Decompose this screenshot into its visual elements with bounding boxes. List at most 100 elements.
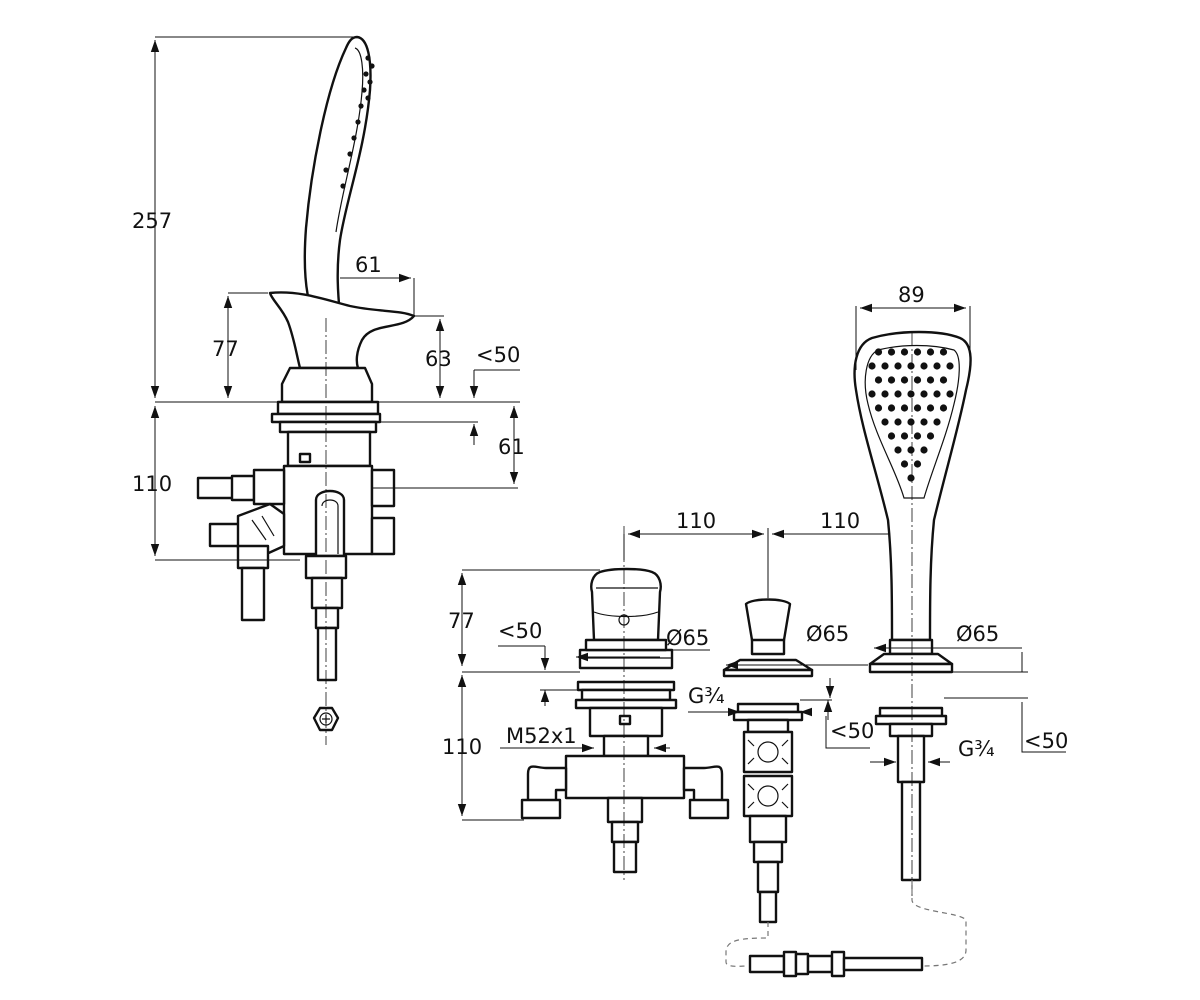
hose-connection (725, 880, 967, 978)
side-right-hex-lower (370, 516, 396, 556)
side-center-pipe (314, 489, 346, 558)
dim-mixer-deck: <50 (498, 619, 542, 643)
diverter-dimensions (688, 660, 870, 749)
shower-nozzle (894, 390, 902, 398)
mixer-valve-body (564, 754, 686, 800)
dim-spacing-2: 110 (820, 509, 860, 533)
side-left-nut-upper (230, 474, 256, 502)
shower-thread (888, 722, 934, 738)
mixer-outlet-fitting (610, 820, 640, 844)
diverter-hex-upper (742, 730, 794, 774)
side-hand-shower (303, 35, 375, 322)
mixer-rosette-lip (584, 638, 668, 652)
shower-nozzle (887, 348, 896, 356)
shower-nozzle (920, 390, 928, 398)
dim-diverter-thread: G¾ (688, 684, 725, 708)
dim-mixer-thread: M52x1 (506, 724, 577, 748)
shower-hose (900, 780, 922, 882)
diverter-outlet-tube (758, 890, 778, 924)
dim-handset-width: 89 (898, 283, 925, 307)
shower-dimensions (855, 303, 1066, 767)
mixer-right-outlet (682, 765, 724, 806)
mixer-rosette (578, 648, 674, 670)
shower-nozzle (946, 362, 954, 370)
shower-nozzle (926, 348, 935, 356)
shower-nozzle (874, 404, 883, 412)
shower-nozzle (900, 460, 909, 468)
shower-head (853, 330, 972, 642)
shower-nozzle (894, 446, 902, 454)
side-view: 257 61 77 63 <50 61 110 (132, 35, 525, 745)
diverter-outlet-hose (756, 860, 780, 894)
dim-below-deck: 110 (132, 472, 172, 496)
shower-nozzle (900, 348, 909, 356)
shower-nozzle (907, 362, 915, 370)
shower-nozzle (926, 376, 935, 384)
side-rosette (276, 400, 380, 416)
dim-spout-height: 63 (425, 347, 452, 371)
dim-handle-height: 77 (212, 337, 239, 361)
diverter-thread (746, 718, 790, 734)
shower-collar (888, 638, 934, 656)
dim-spacing-1: 110 (676, 509, 716, 533)
dim-mixer-below-deck: 110 (442, 735, 482, 759)
shower-nozzle (933, 362, 941, 370)
shower-nozzle (926, 432, 935, 440)
shower-nozzle (913, 432, 922, 440)
shower-nozzle (913, 348, 922, 356)
shower-nozzle (874, 376, 883, 384)
side-handle-collar (280, 366, 374, 404)
connector-nut-2 (794, 952, 810, 976)
mixer-left-outlet (526, 765, 568, 806)
shower-nozzle (868, 362, 876, 370)
mixer-view: 77 <50 Ø65 110 M52x1 (442, 526, 730, 880)
dim-mixer-height: 77 (448, 609, 475, 633)
side-nozzle-row (340, 55, 375, 189)
spacing-dimensions (623, 528, 913, 598)
shower-nozzle (913, 376, 922, 384)
dim-spout-reach: 61 (355, 253, 382, 277)
shower-nozzle (887, 432, 896, 440)
side-body-clip (298, 452, 312, 464)
dim-diverter-rosette: Ø65 (806, 622, 849, 646)
mixer-dimensions (457, 569, 710, 821)
mixer-deck-washer-2 (580, 688, 672, 702)
dim-total-height: 257 (132, 209, 172, 233)
shower-nozzle (946, 390, 954, 398)
shower-nozzle (913, 460, 922, 468)
shower-nozzle-grid (868, 348, 954, 482)
connector-nut-3 (830, 950, 846, 978)
side-left-hex-upper (252, 468, 286, 506)
shower-nozzle (900, 404, 909, 412)
side-down-pipe (240, 566, 266, 622)
side-dimensions (150, 36, 520, 561)
shower-nozzle (939, 348, 948, 356)
diverter-outlet-fitting (752, 840, 784, 864)
dim-diverter-deck: <50 (830, 719, 874, 743)
dim-deck-thickness: <50 (476, 343, 520, 367)
shower-nozzle (907, 474, 915, 482)
connector-right-pipe (842, 956, 924, 972)
shower-shank (896, 734, 926, 784)
shower-nozzle (913, 404, 922, 412)
shower-nozzle (933, 390, 941, 398)
shower-nozzle (920, 418, 928, 426)
shower-nozzle (881, 362, 889, 370)
shower-nozzle (887, 376, 896, 384)
diverter-hex-lower (742, 774, 794, 818)
shower-nozzle (907, 446, 915, 454)
shower-nozzle (907, 390, 915, 398)
connector-body (806, 954, 834, 974)
shower-nozzle (887, 404, 896, 412)
shower-nozzle (894, 362, 902, 370)
connector-nut-1 (782, 950, 798, 978)
mixer-neck (602, 734, 650, 758)
diverter-view: Ø65 G¾ <50 (688, 598, 874, 924)
shower-nozzle (900, 376, 909, 384)
diverter-outlet-nut (748, 814, 788, 844)
shower-nozzle (933, 418, 941, 426)
mixer-outlet-tube (612, 840, 638, 874)
shower-nozzle (939, 404, 948, 412)
mixer-handle (590, 567, 662, 642)
